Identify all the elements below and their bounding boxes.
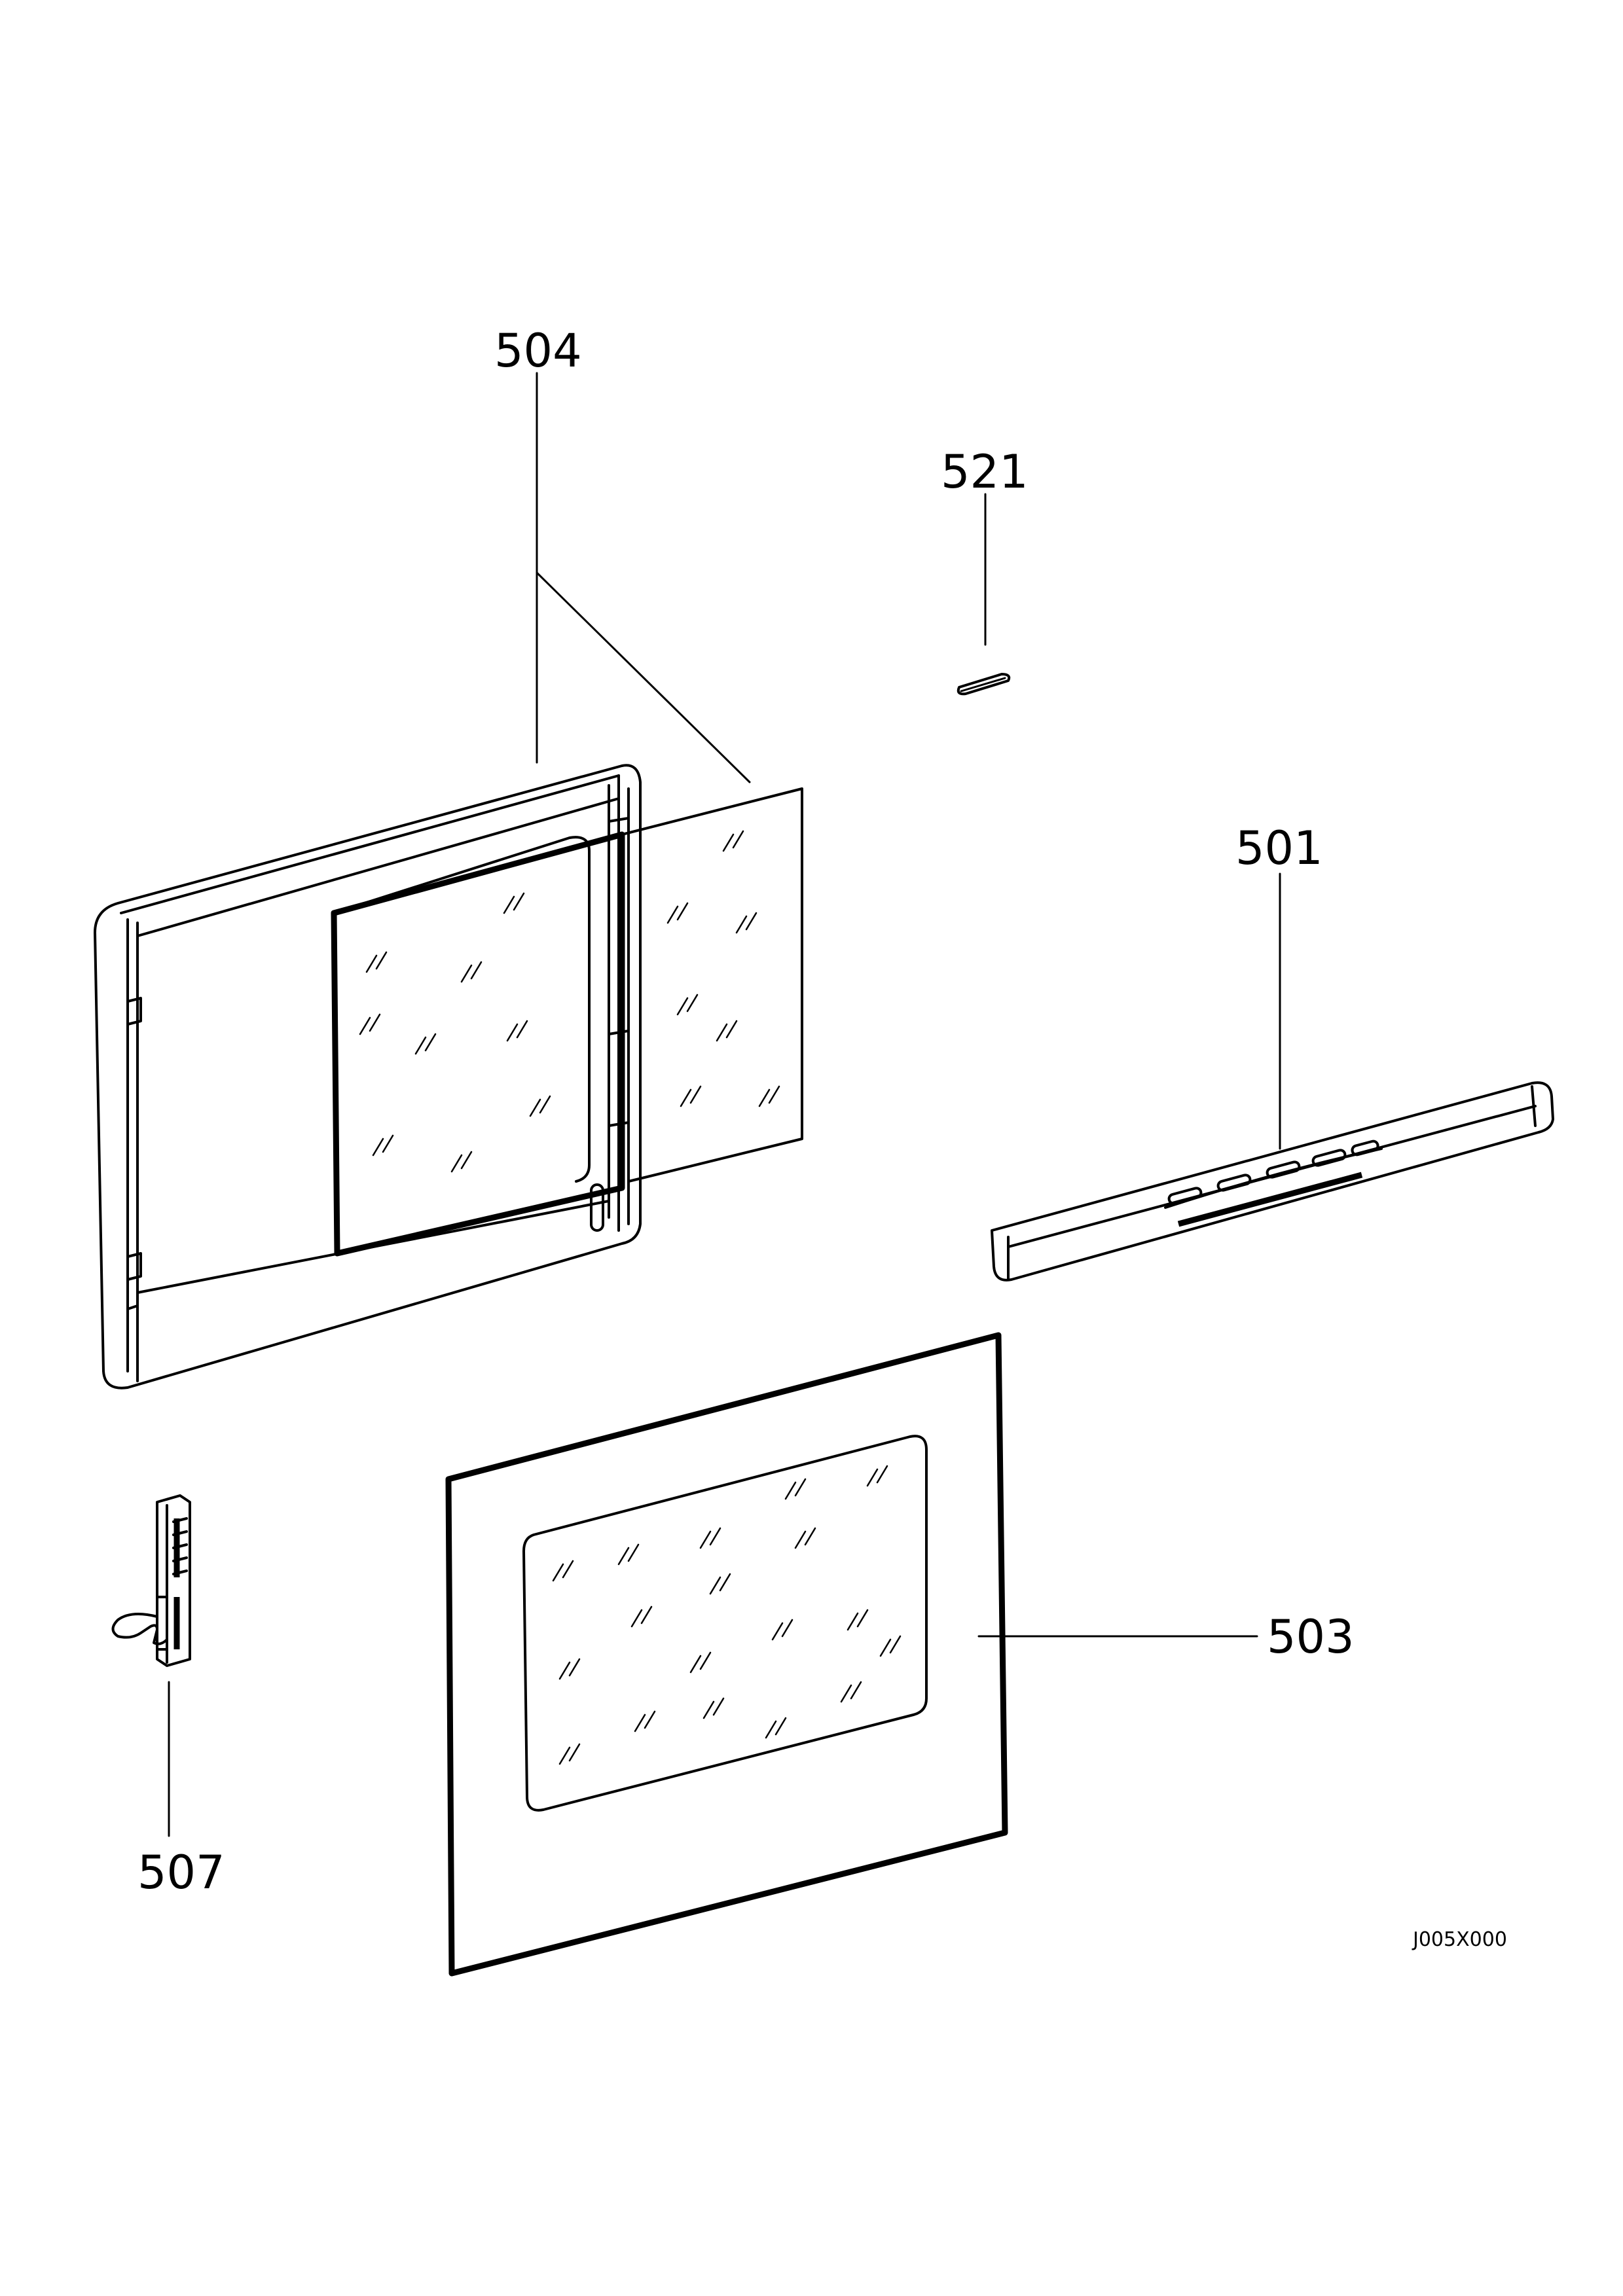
- label-521: 521: [941, 445, 1029, 499]
- part-507-hinge: [111, 1494, 191, 1667]
- label-503: 503: [1267, 1610, 1355, 1664]
- part-521-clip: [957, 673, 1011, 696]
- leader-504: [536, 372, 751, 783]
- part-503-panel: [445, 1332, 1008, 1977]
- part-504-outer-glass: [621, 787, 803, 1183]
- label-507: 507: [137, 1846, 225, 1899]
- part-504-inner-glass: [331, 831, 625, 1257]
- label-504: 504: [494, 324, 582, 378]
- part-504-frame: [94, 764, 642, 1390]
- label-501: 501: [1235, 821, 1323, 875]
- part-501-handle: [991, 1081, 1554, 1282]
- drawing-code: J005X000: [1412, 1928, 1507, 1951]
